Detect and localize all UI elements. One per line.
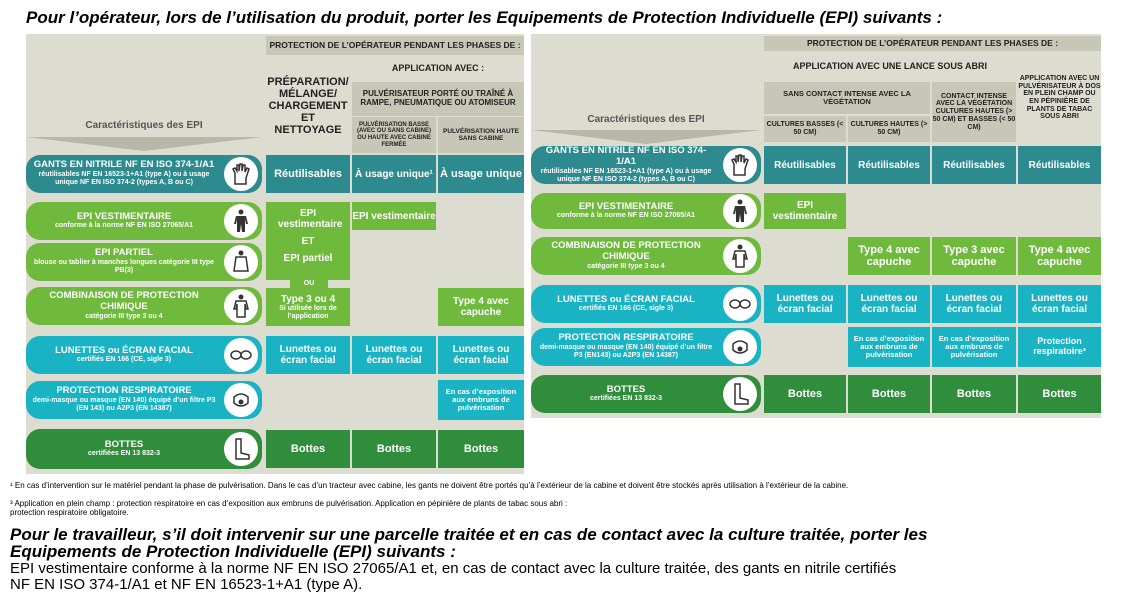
right-caract-label: Caractéristiques des EPI [587, 114, 705, 125]
right-protection-header: PROTECTION DE L’OPÉRATEUR PENDANT LES PH… [764, 36, 1101, 51]
right-dos-header: APPLICATION AVEC UN PULVÉRISATEUR À DOS … [1018, 74, 1101, 121]
rcell-lun-basses: Lunettes ou écran facial [764, 285, 846, 323]
right-row-combinaison: COMBINAISON DE PROTECTION CHIMIQUE catég… [531, 237, 761, 275]
right-row-vestimentaire: EPI VESTIMENTAIRE conforme à la norme NF… [531, 193, 761, 229]
left-row-combinaison: COMBINAISON DE PROTECTION CHIMIQUE catég… [26, 287, 262, 325]
boots-icon [224, 432, 258, 466]
rcell-lun-dos: Lunettes ou écran facial [1018, 285, 1101, 323]
glove-icon [224, 157, 258, 191]
bottom-title-1: Pour le travailleur, s’il doit interveni… [10, 525, 928, 544]
goggles-icon [224, 338, 258, 372]
left-row-respiratoire: PROTECTION RESPIRATOIRE demi-masque ou m… [26, 381, 262, 419]
rcell-lun-hautes: Lunettes ou écran facial [848, 285, 930, 323]
boots-icon [723, 377, 757, 411]
cell-gants-prep: Réutilisables [266, 155, 350, 193]
rcell-gants-contact: Réutilisables [932, 146, 1016, 184]
left-row-bottes: BOTTES certifiées EN 13 832-3 [26, 429, 262, 469]
left-row-partiel: EPI PARTIEL blouse ou tablier à manches … [26, 243, 262, 281]
rcell-vest-basses: EPI vestimentaire [764, 193, 846, 229]
respirator-icon [723, 330, 757, 364]
cell-lun-basse: Lunettes ou écran facial [352, 336, 436, 374]
cell-bottes-basse: Bottes [352, 430, 436, 468]
right-row-gants: GANTS EN NITRILE NF EN ISO 374-1/A1 réut… [531, 145, 761, 184]
bottom-title-2: Equipements de Protection Individuelle (… [10, 542, 456, 561]
cell-bottes-haute: Bottes [438, 430, 524, 468]
left-pulv-header: PULVÉRISATEUR PORTÉ OU TRAÎNÉ À RAMPE, P… [352, 82, 524, 116]
left-haute-header: PULVÉRISATION HAUTE SANS CABINE [438, 117, 524, 153]
rcell-resp-contact: En cas d’exposition aux embruns de pulvé… [932, 327, 1016, 367]
bottom-body-1: EPI vestimentaire conforme à la norme NF… [10, 560, 897, 577]
clothing-icon [723, 194, 757, 228]
right-row-lunettes: LUNETTES ou ÉCRAN FACIAL certifiés EN 16… [531, 285, 761, 323]
rcell-gants-hautes: Réutilisables [848, 146, 930, 184]
right-contact-header: CONTACT INTENSE AVEC LA VÉGÉTATION CULTU… [932, 82, 1016, 142]
left-protection-header: PROTECTION DE L’OPÉRATEUR PENDANT LES PH… [266, 36, 524, 55]
right-hautes-header: CULTURES HAUTES (> 50 CM) [848, 116, 930, 142]
left-caract-arrow [26, 137, 262, 151]
left-row-lunettes: LUNETTES ou ÉCRAN FACIAL certifiés EN 16… [26, 336, 262, 374]
apron-icon [224, 245, 258, 279]
cell-lun-haute: Lunettes ou écran facial [438, 336, 524, 374]
cell-gants-basse: À usage unique¹ [352, 155, 436, 193]
cell-vest-prep: EPI vestimentaire ET EPI partiel [266, 202, 350, 280]
rcell-bottes-dos: Bottes [1018, 375, 1101, 413]
right-caract-arrow [531, 130, 761, 144]
footnote-3b: protection respiratoire obligatoire. [10, 508, 129, 517]
rcell-comb-hautes: Type 4 avec capuche [848, 237, 930, 275]
bottom-body-2: NF EN ISO 374-1/A1 et NF EN 16523-1+A1 (… [10, 576, 363, 593]
right-row-respiratoire: PROTECTION RESPIRATOIRE demi-masque ou m… [531, 328, 761, 366]
coverall-icon [723, 239, 757, 273]
left-row-gants: GANTS EN NITRILE NF EN ISO 374-1/A1 réut… [26, 155, 262, 193]
right-basses-header: CULTURES BASSES (< 50 CM) [764, 116, 846, 142]
left-prep-header: PRÉPARATION/ MÉLANGE/ CHARGEMENT ET NETT… [266, 57, 350, 155]
left-row-vestimentaire: EPI VESTIMENTAIRE conforme à la norme NF… [26, 202, 262, 240]
footnote-1: ¹ En cas d’intervention sur le matériel … [10, 481, 849, 490]
left-application-header: APPLICATION AVEC : [391, 63, 485, 74]
coverall-icon [224, 289, 258, 323]
right-lance-header: APPLICATION AVEC UNE LANCE SOUS ABRI [792, 61, 987, 72]
clothing-icon [224, 204, 258, 238]
rcell-gants-dos: Réutilisables [1018, 146, 1101, 184]
page-title: Pour l’opérateur, lors de l’utilisation … [26, 8, 943, 27]
rcell-lun-contact: Lunettes ou écran facial [932, 285, 1016, 323]
rcell-gants-basses: Réutilisables [764, 146, 846, 184]
left-caract-label: Caractéristiques des EPI [85, 120, 203, 131]
rcell-comb-contact: Type 3 avec capuche [932, 237, 1016, 275]
rcell-comb-dos: Type 4 avec capuche [1018, 237, 1101, 275]
cell-bottes-prep: Bottes [266, 430, 350, 468]
glove-icon [723, 148, 757, 182]
goggles-icon [723, 287, 757, 321]
left-basse-header: PULVÉRISATION BASSE (AVEC OU SANS CABINE… [352, 117, 436, 153]
rcell-resp-dos: Protection respiratoire³ [1018, 327, 1101, 367]
cell-lun-prep: Lunettes ou écran facial [266, 336, 350, 374]
respirator-icon [224, 383, 258, 417]
right-row-bottes: BOTTES certifiées EN 13 832-3 [531, 375, 761, 413]
footnote-3a: ³ Application en plein champ : protectio… [10, 499, 568, 508]
cell-vest-basse: EPI vestimentaire [352, 202, 436, 230]
cell-ou: OU [290, 280, 328, 288]
cell-resp-haute: En cas d’exposition aux embruns de pulvé… [438, 380, 524, 420]
cell-comb-haute: Type 4 avec capuche [438, 288, 524, 326]
right-sans-contact-header: SANS CONTACT INTENSE AVEC LA VÉGÉTATION [764, 82, 930, 114]
rcell-bottes-hautes: Bottes [848, 375, 930, 413]
cell-comb-prep: Type 3 ou 4 Si utilisée lors de l’applic… [266, 288, 350, 326]
rcell-resp-hautes: En cas d’exposition aux embruns de pulvé… [848, 327, 930, 367]
cell-gants-haute: À usage unique [438, 155, 524, 193]
rcell-bottes-contact: Bottes [932, 375, 1016, 413]
rcell-bottes-basses: Bottes [764, 375, 846, 413]
